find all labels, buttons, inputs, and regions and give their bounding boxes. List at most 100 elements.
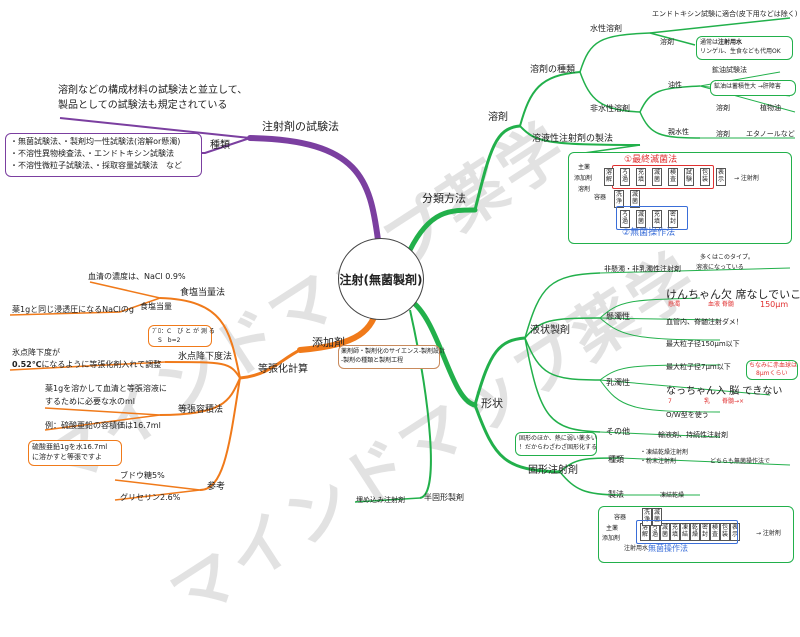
process-step: 滅菌	[630, 190, 640, 208]
process-step: 包装	[720, 523, 730, 541]
aqueous-box-bold: 注射用水	[718, 39, 743, 46]
solvent-kinds-title: 溶剤の種類	[530, 65, 576, 75]
solid-additive-label: 添加剤	[602, 535, 621, 542]
solid-main-label: 主薬	[606, 525, 619, 532]
process-step: ろ過	[620, 168, 630, 186]
solid-kinds-label: 種類	[608, 455, 624, 464]
sm-additive-label: 添加剤	[574, 175, 593, 182]
sm-product: → 注射剤	[734, 175, 759, 182]
oily-test: 鉱油試験法	[712, 66, 747, 74]
process-step: 表示	[730, 523, 740, 541]
test-methods-title: 注射剤の試験法	[262, 120, 339, 133]
solvent-title: 溶剤	[488, 112, 508, 123]
fp-desc-line2: 0.52℃になるように等張化剤入れて調整	[12, 360, 161, 370]
solid-method-label: 製法	[608, 490, 624, 499]
process-step: ろ過	[620, 210, 630, 228]
fp-formula-box	[148, 325, 212, 347]
emul-item-1: 最大粒子径7μm以下	[666, 363, 731, 371]
aqueous-solvent-box	[696, 36, 793, 60]
center-title: 注射(無菌製剤)	[339, 272, 423, 287]
oily-solvent: 溶剤	[716, 104, 730, 112]
fp-formula-line2: S b=2	[158, 337, 181, 344]
fp-formula-line1: ﾌﾞﾛ：C び と が 測 る	[152, 328, 215, 335]
aqueous-endotoxin: エンドトキシン試験に適合(皮下用などは除く)	[652, 10, 798, 18]
forms-title: 形状	[481, 397, 503, 410]
process-step: 滅菌	[636, 210, 646, 228]
test-methods-kinds-line2: ・不溶性異物検査法、・エンドトキシン試験法	[10, 149, 174, 158]
mnemonic-b-sub3: 脊髄→×	[722, 398, 745, 405]
sm-final-sterilization: ①最終滅菌法	[624, 155, 678, 165]
test-methods-note-line1: 溶剤などの構成材料の試験法と並立して、	[58, 85, 248, 96]
vol-callout-line2: に溶かすと等張ですよ	[32, 453, 102, 461]
mnemonic-a-sub1: 懸濁	[668, 301, 681, 308]
process-step: 試験	[684, 168, 694, 186]
non-suspension-note2: 溶液になっている	[696, 264, 744, 271]
salt-equiv-label: 食塩当量	[140, 302, 172, 311]
salt-equiv-desc: 薬1gと同じ浸透圧になるNaClのg	[12, 305, 134, 314]
fp-desc-bold: 0.52℃	[12, 360, 42, 369]
process-step: 表示	[716, 168, 726, 186]
hydrophilic-solvent: 溶剤	[716, 130, 730, 138]
vol-desc-line2: するために必要な水のml	[45, 397, 136, 406]
other-label: その他	[606, 427, 630, 436]
solid-method-diagram	[598, 506, 794, 563]
ref-glucose: ブドウ糖5%	[120, 471, 165, 480]
mnemonic-a-sub2: 血液 脊髄	[708, 301, 734, 308]
aqueous-box-pre: 通常は	[700, 39, 719, 46]
solid-callout-line1: 固形のほか、熱に弱い薬多い	[519, 435, 597, 442]
vol-title: 等張容積法	[178, 405, 224, 415]
process-step: 充填	[652, 210, 662, 228]
solid-container-label: 容器	[614, 514, 627, 521]
isotonic-title: 等張化計算	[258, 364, 308, 375]
suspension-label: 懸濁性	[606, 312, 630, 321]
sm-solvent-label: 溶剤	[578, 186, 591, 193]
fp-desc-line1: 氷点降下度が	[12, 348, 60, 357]
hydrophilic-label: 親水性	[668, 128, 689, 136]
other-item: 輸液剤、持続性注射剤	[658, 431, 728, 439]
oily-label: 油性	[668, 81, 682, 89]
hydrophilic-ethanol: エタノールなど	[746, 130, 795, 138]
additives-callout	[338, 345, 440, 369]
process-step: 洗浄	[614, 190, 624, 208]
emul-note-line2: 8μmくらい	[756, 370, 788, 377]
solid-kinds-2: ・粉末注射剤	[640, 458, 677, 465]
process-step: 凍結	[680, 523, 690, 541]
kinds-label: 種類	[210, 140, 230, 151]
solid-kinds-1: ・凍結乾燥注射剤	[640, 449, 689, 456]
emul-note-line1: ちなみに赤血球は	[749, 362, 798, 369]
process-step: 滅菌	[652, 508, 662, 526]
mnemonic-b-sub2: 乳	[704, 398, 711, 405]
vol-desc-line1: 薬1gを溶かして血清と等張溶液に	[45, 384, 167, 393]
mindmap-branches	[5, 17, 796, 503]
process-step: 検査	[668, 168, 678, 186]
process-step: 検査	[710, 523, 720, 541]
process-step: 洗浄	[642, 508, 652, 526]
process-step: 滅菌	[652, 168, 662, 186]
process-step: 乾燥	[690, 523, 700, 541]
solid-method-1: 凍結乾燥	[660, 492, 685, 499]
vol-example: 例：硫酸亜鉛の容積価は16.7ml	[45, 421, 161, 430]
salt-equiv-nacl: 血清の濃度は、NaCl 0.9%	[88, 272, 186, 281]
soluble-method-title: 溶液性注射剤の製法	[532, 134, 614, 144]
additives-callout-line2: -製剤の種類と製剤工程	[341, 357, 404, 364]
aqueous-box-line2: リンゲル、生食なども代用OK	[700, 48, 781, 55]
emul-note-box	[746, 360, 798, 380]
solid-blue-frame	[636, 520, 738, 544]
solid-callout	[515, 432, 597, 456]
semi-solid-implant: 埋め込み注射剤	[356, 496, 405, 504]
solid-aseptic: 無菌操作法	[648, 544, 688, 553]
mnemonic-b: なっちゃん入 脳 できない	[666, 386, 783, 397]
center-node: 注射(無菌製剤)	[338, 238, 424, 320]
process-step: 包装	[700, 168, 710, 186]
mnemonic-a: けんちゃん欠 席なしでいこう	[666, 288, 800, 301]
semi-solid-title: 半固形製剤	[424, 493, 464, 502]
sm-container-label: 容器	[594, 194, 607, 201]
sm-aseptic: ②無菌操作法	[622, 228, 676, 238]
mnemonic-a-size: 150μm	[760, 300, 789, 309]
solid-title: 固形注射剤	[528, 465, 578, 476]
process-step: 密封	[700, 523, 710, 541]
process-step: 充填	[636, 168, 646, 186]
classification-title: 分類方法	[422, 192, 466, 205]
vol-callout-line1: 硫酸亜鉛1gを水16.7ml	[32, 443, 108, 451]
ref-title: 参考	[207, 482, 226, 492]
